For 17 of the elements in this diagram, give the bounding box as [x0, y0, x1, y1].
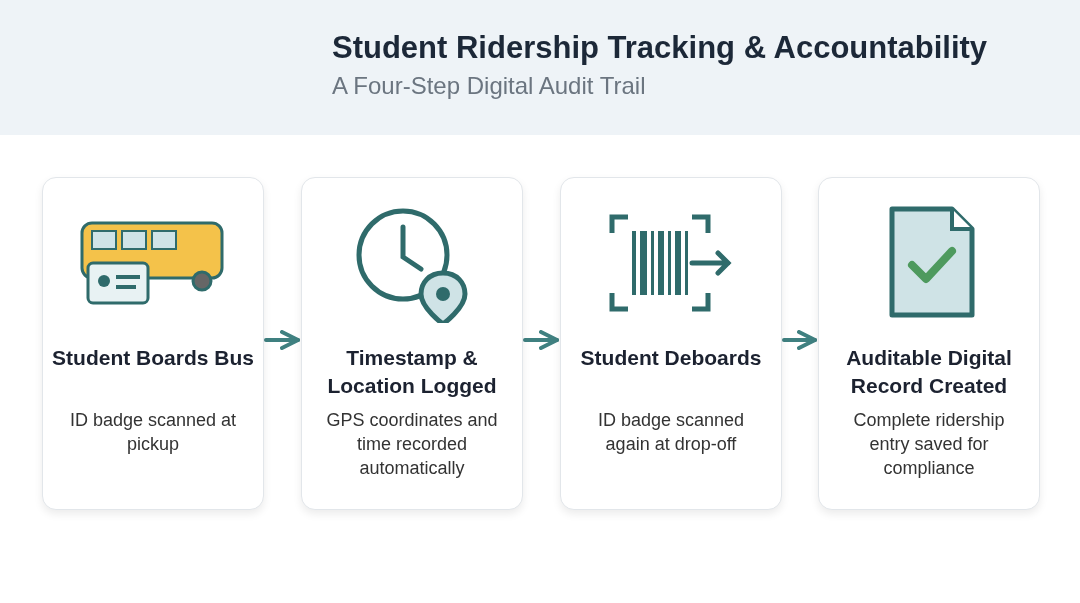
arrow [782, 330, 817, 350]
step-heading: Student Deboards [579, 345, 763, 371]
title: Student Ridership Tracking & Accountability [332, 30, 988, 66]
subtitle: A Four-Step Digital Audit Trail [332, 72, 646, 100]
step-card [301, 177, 523, 510]
step-card [42, 177, 264, 510]
step-heading: Student Boards Bus [51, 345, 255, 371]
step-description: GPS coordinates and time recorded automatically [325, 409, 499, 480]
step-description: ID badge scanned again at drop-off [596, 409, 746, 456]
arrow [523, 330, 559, 350]
step-heading: Auditable Digital Record Created [845, 345, 1013, 399]
step-description: Complete ridership entry saved for compliance [852, 409, 1006, 480]
arrow [264, 330, 300, 350]
step-heading: Timestamp & Location Logged [326, 345, 498, 399]
step-card [560, 177, 782, 510]
step-description: ID badge scanned at pickup [68, 409, 238, 456]
step-card [818, 177, 1040, 510]
